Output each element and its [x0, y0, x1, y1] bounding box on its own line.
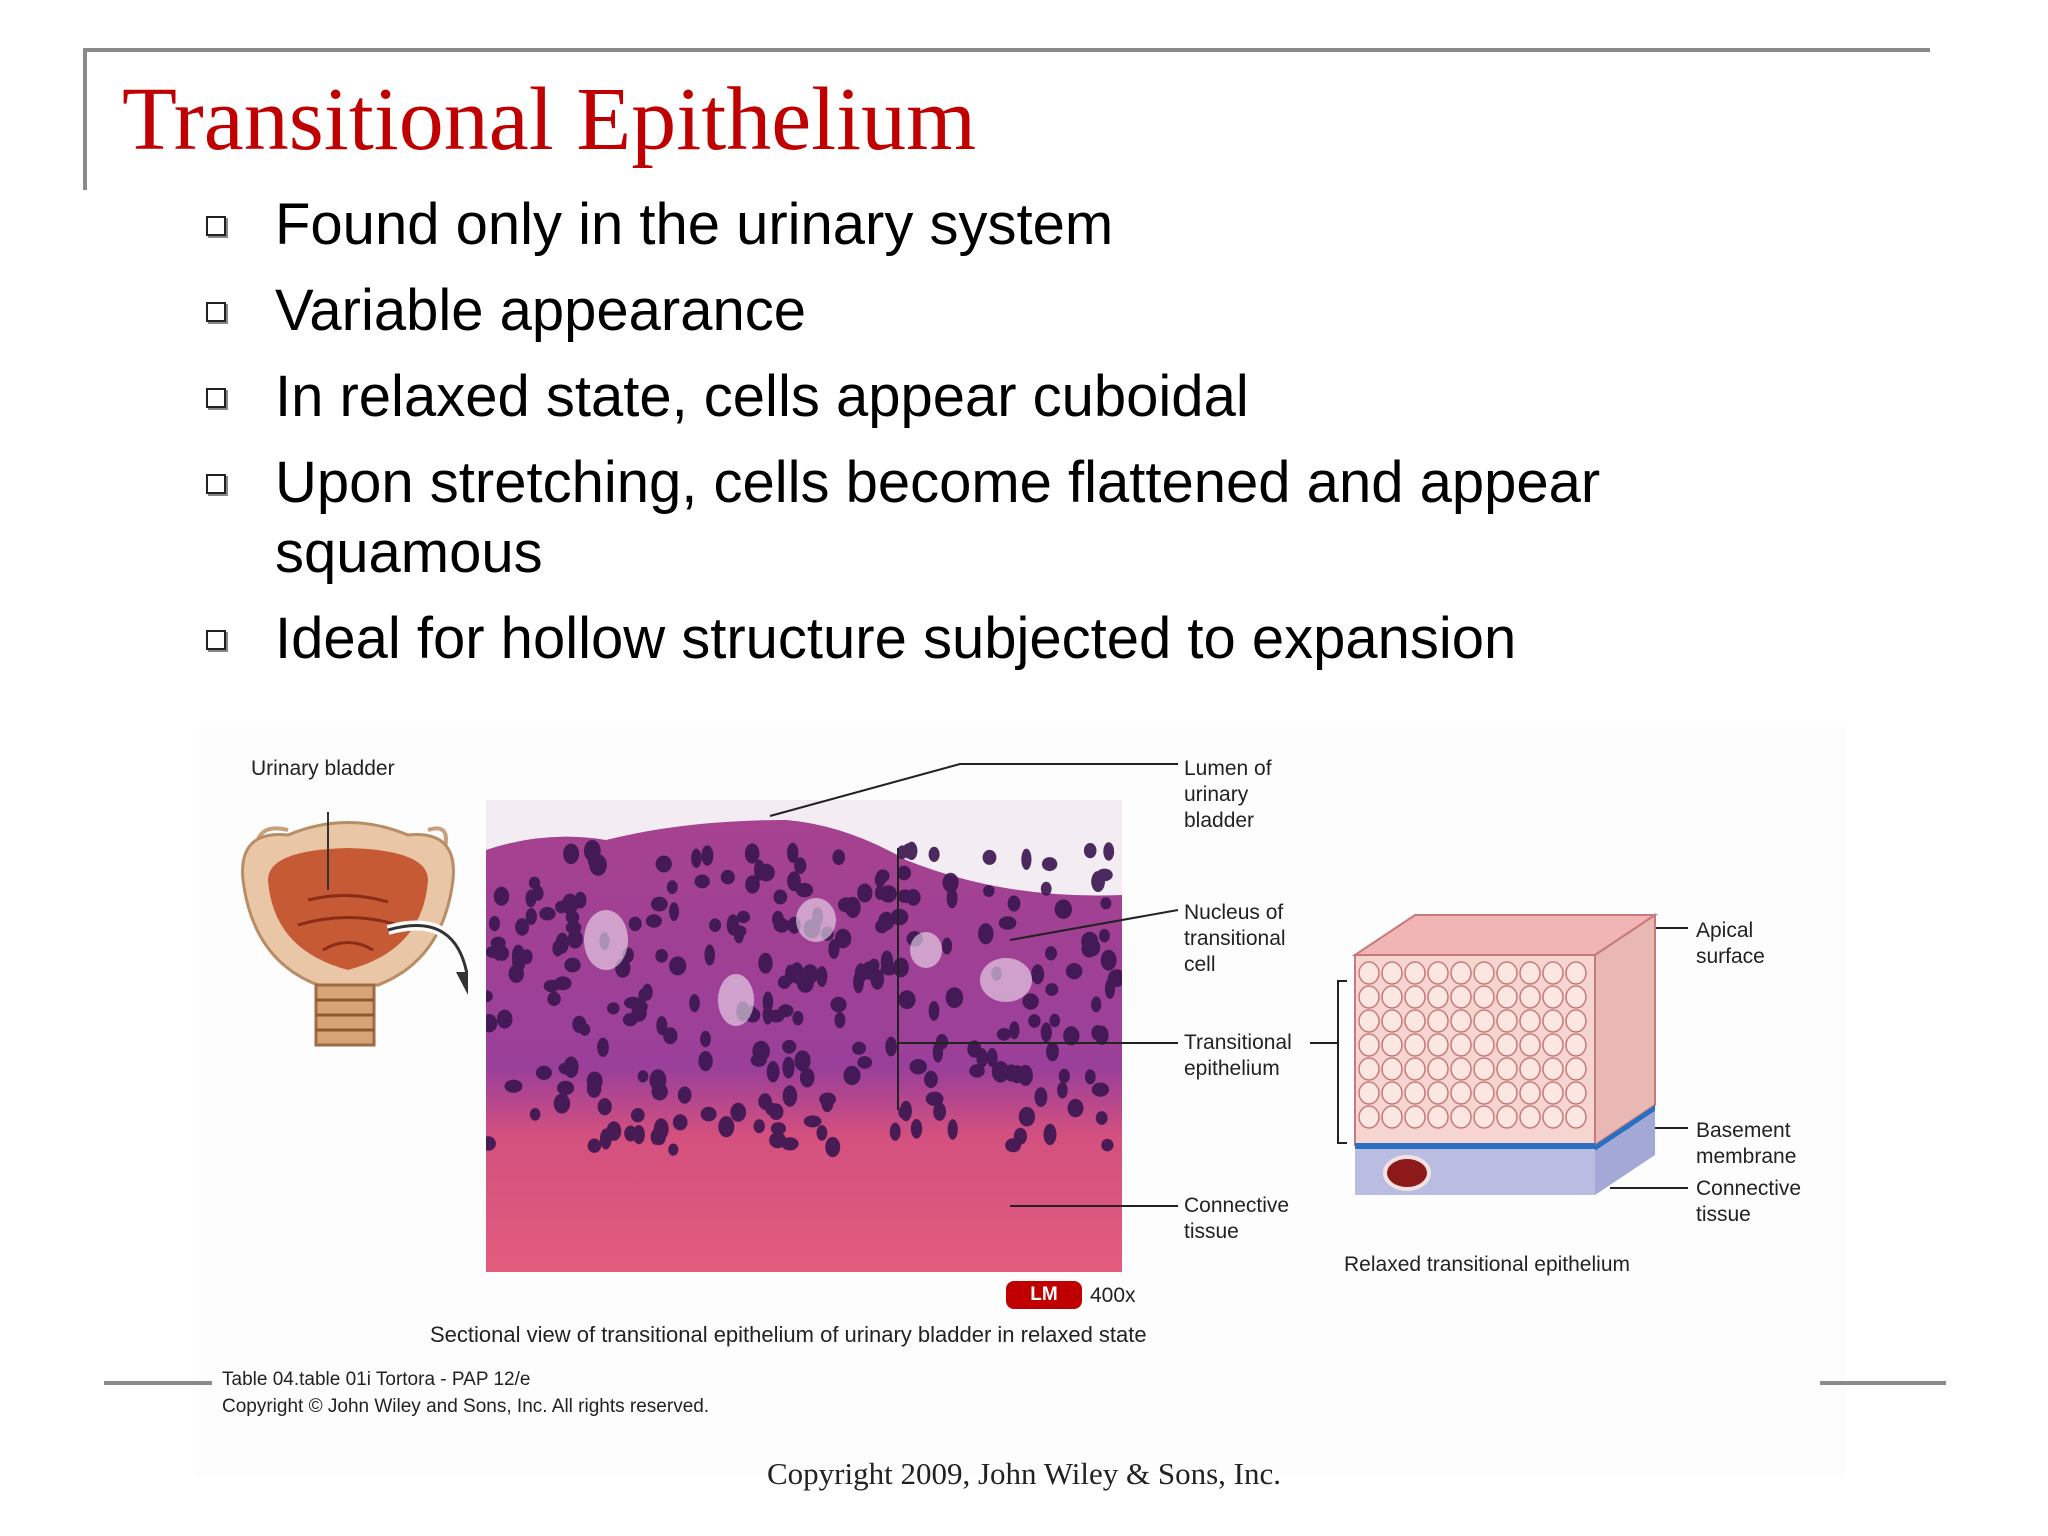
bottom-rule-right — [1820, 1381, 1946, 1385]
square-bullet-icon — [206, 474, 226, 494]
caption-relaxed-epithelium: Relaxed transitional epithelium — [1344, 1253, 1630, 1276]
bullet-text: In relaxed state, cells appear cuboidal — [275, 364, 1249, 429]
square-bullet-icon — [206, 630, 226, 650]
bullet-item: In relaxed state, cells appear cuboidal — [200, 362, 1780, 432]
bullet-text: Ideal for hollow structure subjected to … — [275, 606, 1517, 671]
square-bullet-icon — [206, 302, 226, 322]
square-bullet-icon — [206, 216, 226, 236]
bullet-item: Upon stretching, cells become flattened … — [200, 448, 1780, 588]
label-connective-tissue-right: Connective tissue — [1696, 1177, 1802, 1226]
urinary-bladder-illustration — [241, 812, 468, 1047]
label-nucleus: Nucleus of transitional cell — [1184, 901, 1286, 976]
bullet-item: Found only in the urinary system — [200, 190, 1780, 260]
label-urinary-bladder: Urinary bladder — [251, 757, 395, 780]
epithelium-block-illustration — [1351, 913, 1659, 1195]
magnification-label: 400x — [1090, 1284, 1136, 1307]
figure-copyright: Copyright © John Wiley and Sons, Inc. Al… — [222, 1396, 710, 1417]
left-rule — [83, 48, 87, 190]
bullet-item: Variable appearance — [200, 276, 1780, 346]
slide-title: Transitional Epithelium — [122, 70, 977, 169]
lm-badge: LM — [1006, 1281, 1082, 1309]
bottom-rule-left — [104, 1381, 212, 1385]
bullet-text: Found only in the urinary system — [275, 192, 1114, 257]
label-basement-membrane: Basement membrane — [1696, 1119, 1797, 1168]
bullet-text: Upon stretching, cells become flattened … — [275, 450, 1601, 585]
micrograph-image — [486, 800, 1122, 1272]
label-connective-tissue: Connective tissue — [1184, 1194, 1290, 1243]
bullet-list: Found only in the urinary system Variabl… — [200, 190, 1780, 690]
slide-footer: Copyright 2009, John Wiley & Sons, Inc. — [767, 1456, 1281, 1491]
square-bullet-icon — [206, 388, 226, 408]
label-lumen: Lumen of urinary bladder — [1184, 757, 1272, 832]
caption-sectional-view: Sectional view of transitional epitheliu… — [430, 1322, 1147, 1347]
bullet-text: Variable appearance — [275, 278, 806, 343]
label-apical-surface: Apical surface — [1696, 919, 1765, 968]
top-rule — [86, 48, 1930, 52]
figure-source: Table 04.table 01i Tortora - PAP 12/e — [222, 1369, 531, 1390]
label-transitional-epithelium: Transitional epithelium — [1184, 1031, 1292, 1080]
bullet-item: Ideal for hollow structure subjected to … — [200, 604, 1780, 674]
